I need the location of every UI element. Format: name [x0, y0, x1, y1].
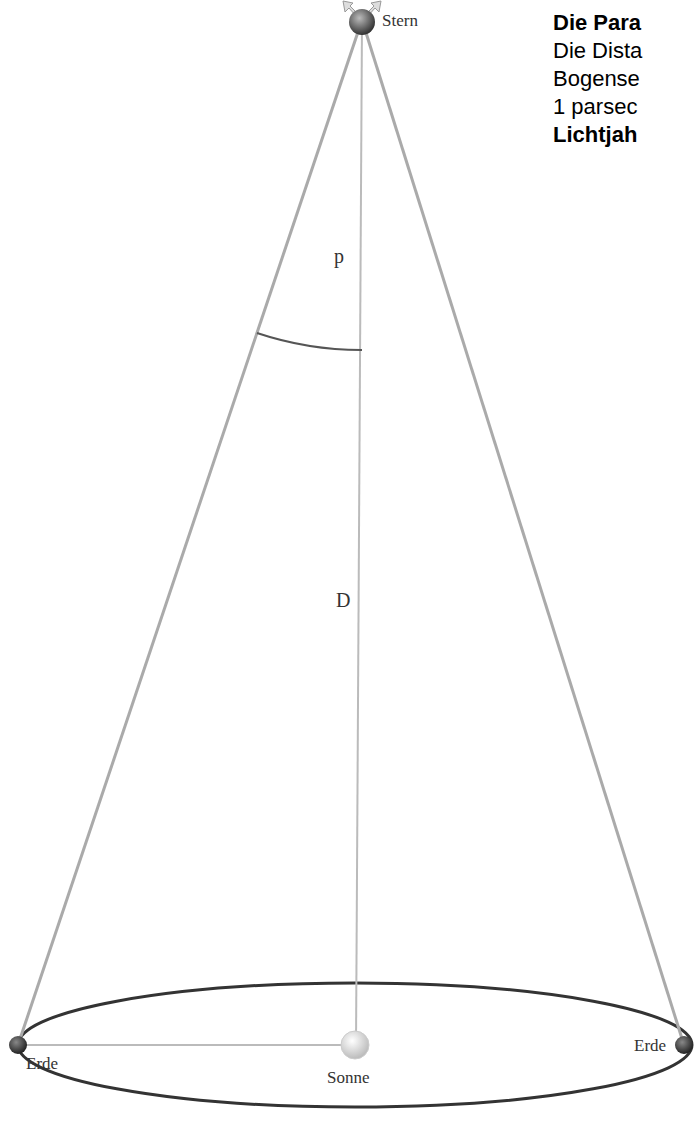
- text-line: Lichtjah: [553, 122, 637, 148]
- sight-line: [18, 20, 362, 1045]
- sun: [341, 1031, 369, 1059]
- earth: [9, 1036, 27, 1054]
- earth: [675, 1036, 693, 1054]
- sun-label: Sonne: [327, 1068, 370, 1088]
- text-line: Bogense: [553, 66, 640, 92]
- earth-label: Erde: [634, 1036, 666, 1056]
- angle-arc: [257, 333, 362, 350]
- text-line: Die Dista: [553, 38, 642, 64]
- text-line: 1 parsec: [553, 94, 637, 120]
- sight-line: [362, 20, 684, 1045]
- orbit-radius: [18, 1044, 355, 1046]
- star: [349, 9, 375, 35]
- earth-orbit: [18, 983, 692, 1107]
- distance-label: D: [336, 588, 350, 612]
- earth-label: Erde: [26, 1054, 58, 1074]
- angle-label: p: [334, 244, 344, 268]
- star-label: Stern: [382, 11, 418, 31]
- distance-line: [356, 20, 362, 1045]
- text-heading: Die Para: [553, 10, 641, 36]
